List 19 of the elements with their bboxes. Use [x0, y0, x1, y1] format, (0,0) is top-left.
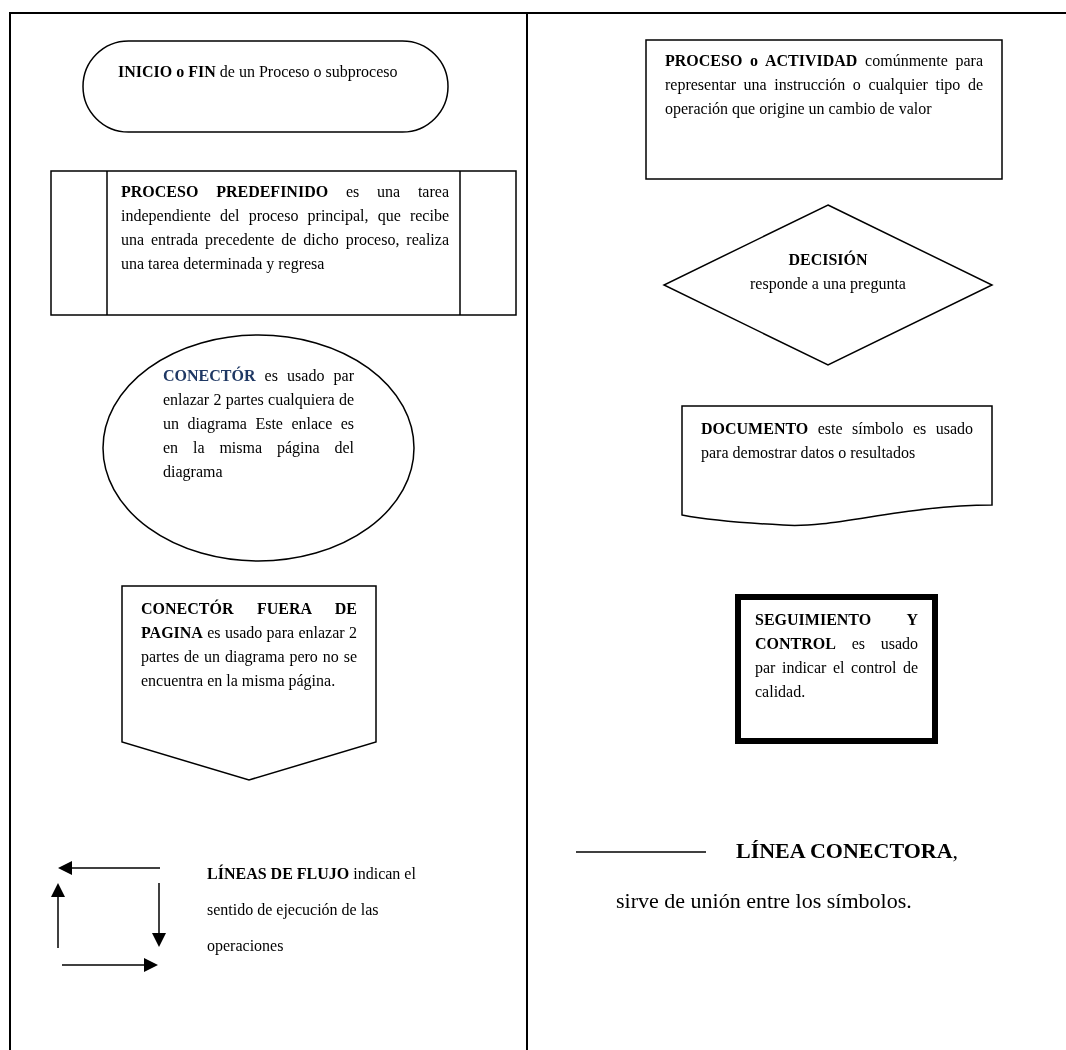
- symbol-description: PROCESO o ACTIVIDAD comúnmente para representar una instrucción o cualquier tipo de operación que origine un cambio de valor: [665, 51, 983, 120]
- symbol-description: PROCESO PREDEFINIDO es una tarea independiente del proceso principal, que recibe una entrada precedente de dicho proceso, realiza una tarea determinada y regresa: [121, 182, 449, 275]
- process-box: [645, 39, 1003, 180]
- symbol-description: SEGUIMIENTO Y CONTROL es usado par indicar el control de calidad.: [755, 610, 918, 702]
- symbol-description: CONECTÓR FUERA DE PAGINA es usado para enlazar 2 partes de un diagrama pero no se encuentra en la misma página.: [141, 598, 357, 692]
- predefined-process-box: [50, 170, 517, 316]
- off-page-connector-shape: [121, 585, 377, 781]
- connector-line-title: LÍNEA CONECTORA,: [736, 837, 959, 865]
- symbol-description: DOCUMENTO este símbolo es usado para demostrar datos o resultados: [701, 419, 973, 464]
- document-shape: [681, 405, 993, 527]
- decision-diamond: [663, 204, 993, 366]
- symbol-description: DECISIÓN: [787, 249, 869, 270]
- symbol-description: responde a una pregunta: [749, 274, 907, 295]
- symbol-description: CONECTÓR es usado par enlazar 2 partes cualquiera de un diagrama Este enlace es en la misma página del diagrama: [163, 365, 354, 483]
- quality-control-box: [735, 594, 938, 744]
- connector-circle: [102, 334, 415, 562]
- connector-line-description: sirve de unión entre los símbolos.: [616, 887, 912, 915]
- flow-lines-description: LÍNEAS DE FLUJO indican el sentido de ejecución de las operaciones: [207, 863, 417, 957]
- symbol-description: INICIO o FIN de un Proceso o subproceso: [118, 62, 399, 83]
